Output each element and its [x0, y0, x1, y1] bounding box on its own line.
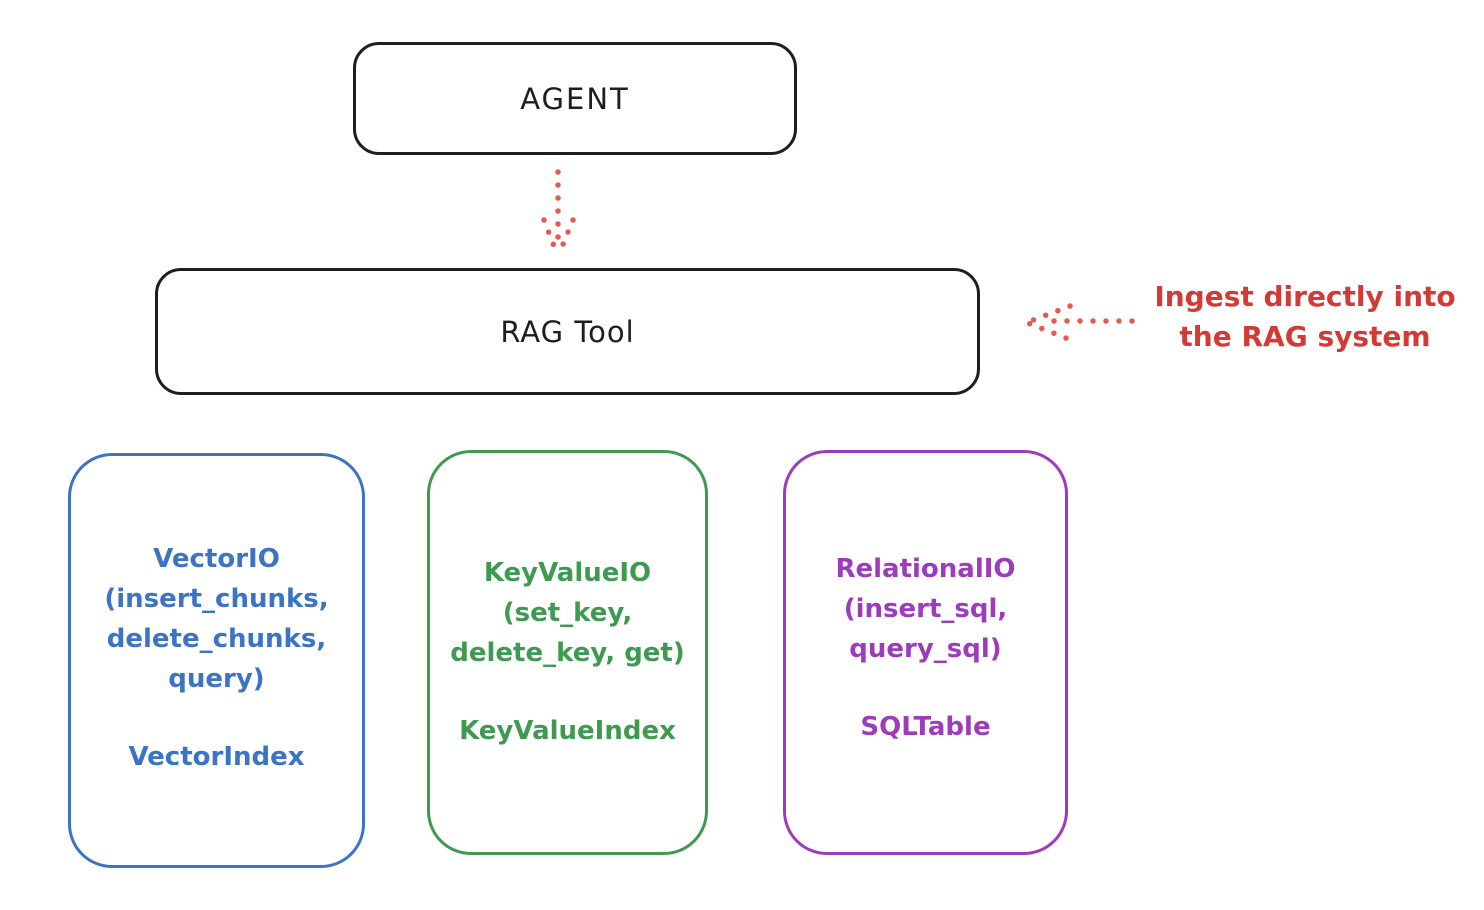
key-value-index-label: KeyValueIndex — [459, 716, 676, 746]
relational-io-title: RelationalIO — [835, 554, 1016, 584]
ingest-annotation-line2: the RAG system — [1179, 320, 1431, 353]
key-value-io-box[interactable]: KeyValueIO (set_key, delete_key, get) Ke… — [427, 450, 708, 855]
ingest-annotation-arrow[interactable] — [1025, 303, 1135, 341]
vector-io-methods-line3: query) — [168, 664, 265, 694]
rag-tool-node[interactable]: RAG Tool — [155, 268, 980, 395]
rag-tool-label: RAG Tool — [500, 314, 635, 349]
vector-io-methods-line1: (insert_chunks, — [104, 584, 329, 614]
ingest-annotation: Ingest directly into the RAG system — [1135, 277, 1475, 357]
agent-label: AGENT — [520, 81, 630, 116]
agent-node[interactable]: AGENT — [353, 42, 797, 155]
sql-table-label: SQLTable — [860, 712, 991, 742]
vector-io-methods-line2: delete_chunks, — [106, 624, 327, 654]
relational-io-methods-line2: query_sql) — [849, 634, 1002, 664]
agent-to-rag-arrow[interactable] — [541, 169, 576, 257]
ingest-annotation-line1: Ingest directly into — [1154, 280, 1456, 313]
vector-index-label: VectorIndex — [128, 742, 305, 772]
key-value-io-methods-line2: delete_key, get) — [450, 638, 685, 668]
vector-io-box[interactable]: VectorIO (insert_chunks, delete_chunks, … — [68, 453, 365, 868]
relational-io-methods-line1: (insert_sql, — [843, 594, 1008, 624]
vector-io-title: VectorIO — [153, 544, 280, 574]
key-value-io-methods-line1: (set_key, — [502, 598, 633, 628]
relational-io-box[interactable]: RelationalIO (insert_sql, query_sql) SQL… — [783, 450, 1068, 855]
key-value-io-title: KeyValueIO — [483, 558, 652, 588]
